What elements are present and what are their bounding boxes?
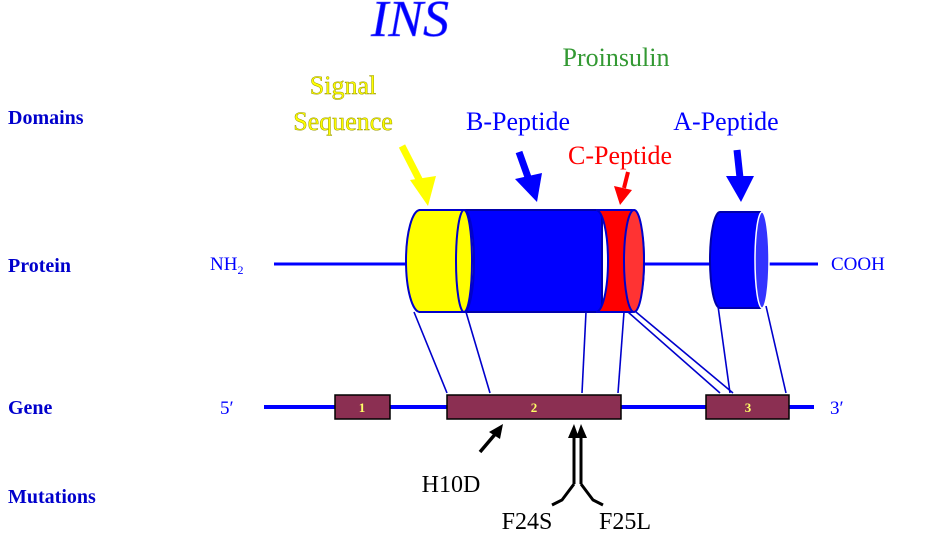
signal-sequence-arrow <box>398 144 436 206</box>
row-label-gene: Gene <box>8 397 53 419</box>
b-peptide-label: B-Peptide <box>466 107 570 136</box>
signal-sequence-label-line2: Sequence <box>293 107 393 136</box>
exon-2-label: 2 <box>531 400 538 415</box>
proinsulin-label: Proinsulin <box>563 43 670 72</box>
h10d-arrow <box>478 424 503 454</box>
exon-1-label: 1 <box>359 400 366 415</box>
signal-sequence-end <box>455 209 473 313</box>
mutation-f25l: F25L <box>599 509 651 535</box>
three-prime-label: 3′ <box>830 398 844 419</box>
f24s-f25l-arrow <box>551 424 604 507</box>
signal-sequence-label-line1: Signal <box>310 71 376 100</box>
n-terminus-label: NH2 <box>210 254 243 277</box>
exon-3 <box>705 394 790 420</box>
a-peptide-label: A-Peptide <box>673 107 778 136</box>
mutation-h10d: H10D <box>422 472 481 498</box>
c-terminus-label: COOH <box>831 254 885 275</box>
signal-sequence-segment <box>405 209 475 313</box>
gene-title: INS <box>370 0 449 48</box>
row-label-mutations: Mutations <box>8 486 96 508</box>
b-peptide-arrow <box>515 150 542 202</box>
exon-1 <box>334 394 391 420</box>
exon-3-label: 3 <box>745 400 752 415</box>
c-peptide-label: C-Peptide <box>568 141 672 170</box>
a-peptide-end <box>754 211 770 309</box>
row-label-protein: Protein <box>8 255 71 277</box>
protein-gene-mapping-lines <box>413 305 787 394</box>
exon-2 <box>446 394 622 420</box>
c-peptide-end <box>623 209 645 313</box>
c-peptide-arrow <box>614 171 632 205</box>
mutation-f24s: F24S <box>502 509 553 535</box>
a-peptide-arrow <box>726 149 754 202</box>
row-label-domains: Domains <box>8 107 84 129</box>
five-prime-label: 5′ <box>220 398 234 419</box>
